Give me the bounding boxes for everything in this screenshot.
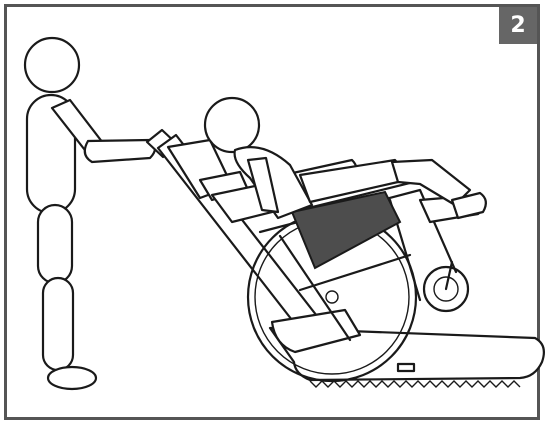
attendant-person-icon — [25, 38, 155, 389]
